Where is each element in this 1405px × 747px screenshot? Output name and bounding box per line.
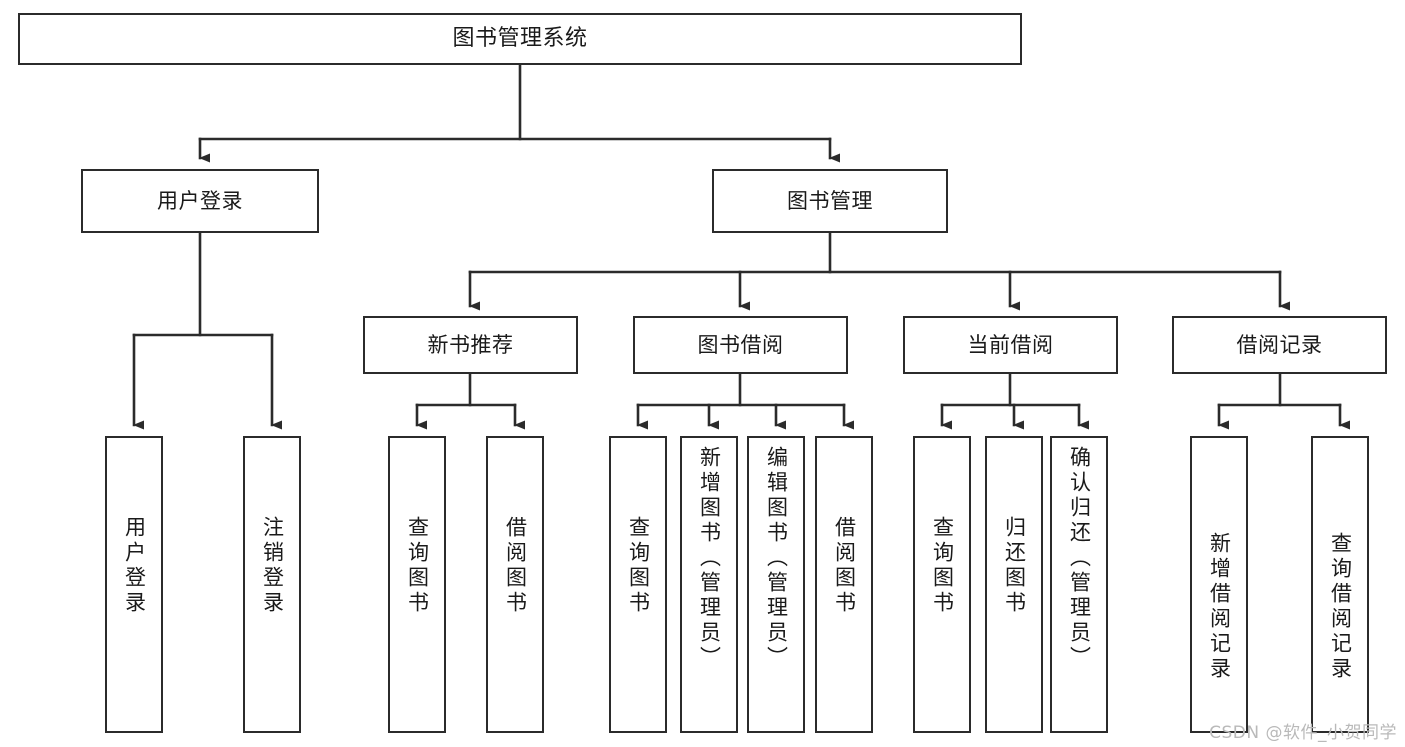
node-leaf-confirm-return-admin-label: 确认归还（管理员） xyxy=(1067,446,1092,671)
node-leaf-query-book-3-label: 查询图书 xyxy=(930,516,955,616)
node-current-borrow[interactable]: 当前借阅 xyxy=(903,316,1118,374)
node-leaf-borrow-book-2[interactable]: 借阅图书 xyxy=(815,436,873,733)
node-new-book-recommend[interactable]: 新书推荐 xyxy=(363,316,578,374)
node-leaf-borrow-book-1[interactable]: 借阅图书 xyxy=(486,436,544,733)
node-root[interactable]: 图书管理系统 xyxy=(18,13,1022,65)
node-leaf-query-book-1-label: 查询图书 xyxy=(405,516,430,616)
node-leaf-logout-login[interactable]: 注销登录 xyxy=(243,436,301,733)
node-leaf-edit-book-admin-label: 编辑图书（管理员） xyxy=(764,446,789,671)
node-leaf-add-book-admin[interactable]: 新增图书（管理员） xyxy=(680,436,738,733)
node-leaf-query-book-2[interactable]: 查询图书 xyxy=(609,436,667,733)
node-leaf-borrow-book-2-label: 借阅图书 xyxy=(832,516,857,616)
node-leaf-add-book-admin-label: 新增图书（管理员） xyxy=(697,446,722,671)
node-borrow-record-label: 借阅记录 xyxy=(1236,332,1323,357)
node-leaf-return-book[interactable]: 归还图书 xyxy=(985,436,1043,733)
csdn-watermark: CSDN @软件_小贺同学 xyxy=(1209,723,1397,743)
node-leaf-confirm-return-admin[interactable]: 确认归还（管理员） xyxy=(1050,436,1108,733)
node-root-label: 图书管理系统 xyxy=(452,26,588,52)
node-new-book-recommend-label: 新书推荐 xyxy=(427,332,514,357)
node-leaf-query-book-3[interactable]: 查询图书 xyxy=(913,436,971,733)
node-book-borrow-label: 图书借阅 xyxy=(697,332,784,357)
node-user-login-label: 用户登录 xyxy=(157,188,243,213)
node-book-manage[interactable]: 图书管理 xyxy=(712,169,948,233)
node-book-manage-label: 图书管理 xyxy=(787,188,873,213)
node-leaf-borrow-book-1-label: 借阅图书 xyxy=(503,516,528,616)
node-leaf-query-book-1[interactable]: 查询图书 xyxy=(388,436,446,733)
node-leaf-logout-login-label: 注销登录 xyxy=(260,516,285,616)
node-book-borrow[interactable]: 图书借阅 xyxy=(633,316,848,374)
node-leaf-user-login-label: 用户登录 xyxy=(122,516,147,616)
node-borrow-record[interactable]: 借阅记录 xyxy=(1172,316,1387,374)
node-leaf-return-book-label: 归还图书 xyxy=(1002,516,1027,616)
node-current-borrow-label: 当前借阅 xyxy=(967,332,1054,357)
node-leaf-edit-book-admin[interactable]: 编辑图书（管理员） xyxy=(747,436,805,733)
node-leaf-add-borrow-record[interactable]: 新增借阅记录 xyxy=(1190,436,1248,733)
node-leaf-user-login[interactable]: 用户登录 xyxy=(105,436,163,733)
node-user-login[interactable]: 用户登录 xyxy=(81,169,319,233)
node-leaf-query-book-2-label: 查询图书 xyxy=(626,516,651,616)
node-leaf-query-borrow-record-label: 查询借阅记录 xyxy=(1328,532,1353,682)
node-leaf-query-borrow-record[interactable]: 查询借阅记录 xyxy=(1311,436,1369,733)
node-leaf-add-borrow-record-label: 新增借阅记录 xyxy=(1207,532,1232,682)
